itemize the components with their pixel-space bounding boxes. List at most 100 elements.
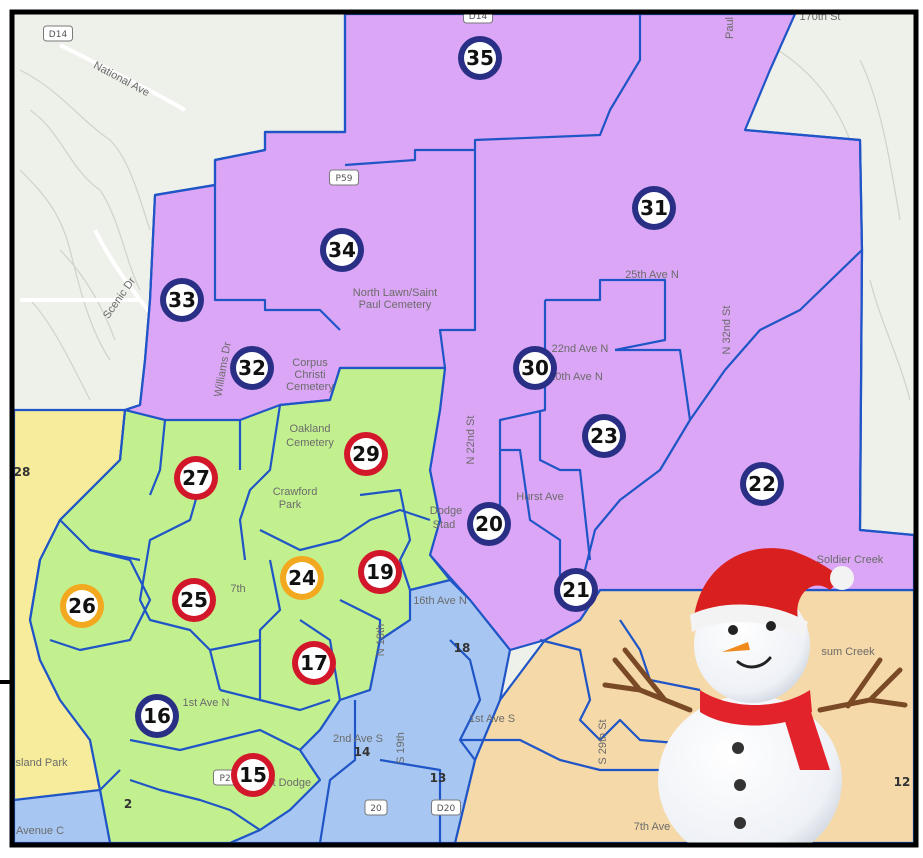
svg-text:33: 33	[168, 288, 196, 312]
district-badge-15[interactable]: 15	[231, 753, 275, 797]
district-badge-23[interactable]: 23	[582, 414, 626, 458]
street-label: 1st Ave N	[183, 697, 230, 709]
street-label: 25th Ave N	[625, 269, 679, 281]
svg-text:35: 35	[466, 46, 494, 70]
snowman-scarf-tail	[780, 703, 830, 770]
district-badge-21[interactable]: 21	[554, 568, 598, 612]
snowman-button-3	[734, 817, 746, 829]
svg-text:26: 26	[68, 594, 96, 618]
street-label: Cemetery	[286, 437, 334, 449]
district-badge-33[interactable]: 33	[160, 278, 204, 322]
district-badge-35[interactable]: 35	[458, 36, 502, 80]
snowman-hat-pompom	[830, 566, 854, 590]
svg-text:32: 32	[238, 356, 266, 380]
street-label: Paul Cemetery	[359, 299, 432, 311]
svg-text:D20: D20	[437, 804, 456, 814]
district-badge-26[interactable]: 26	[60, 584, 104, 628]
district-badge-19[interactable]: 19	[358, 550, 402, 594]
street-label: 16th Ave N	[413, 595, 467, 607]
frame-tick	[0, 680, 14, 684]
snowman-button-2	[734, 779, 746, 791]
district-boundaries	[28, 14, 914, 843]
svg-text:21: 21	[562, 578, 590, 602]
svg-text:P26: P26	[220, 774, 237, 784]
snowman-right-eye	[766, 621, 776, 631]
svg-text:17: 17	[300, 651, 328, 675]
svg-text:16: 16	[143, 704, 171, 728]
street-label: Cemetery	[286, 381, 334, 393]
road-shield: D20	[431, 799, 461, 816]
street-label: 22nd Ave N	[552, 343, 609, 355]
zone-number: 13	[430, 771, 447, 785]
snowman-right-arm	[817, 657, 908, 713]
street-label: Park	[279, 499, 302, 511]
district-badges[interactable]: 35 31 34 33 32 30 23 22 29 27 20 19 24 21 25 26 17 16 15	[60, 36, 784, 797]
svg-text:23: 23	[590, 424, 618, 448]
snowman-left-eye	[728, 625, 738, 635]
svg-text:27: 27	[182, 466, 210, 490]
svg-text:15: 15	[239, 763, 267, 787]
svg-text:20: 20	[370, 804, 382, 814]
snowman-mouth	[736, 656, 772, 669]
zone-numbers: 28 18 14 13 12 2	[14, 465, 911, 811]
street-label: North Lawn/Saint	[353, 287, 437, 299]
svg-text:19: 19	[366, 560, 394, 584]
district-badge-17[interactable]: 17	[292, 641, 336, 685]
snowman-button-1	[732, 742, 744, 754]
street-label: Soldier Creek	[817, 554, 884, 566]
district-badge-25[interactable]: 25	[172, 578, 216, 622]
street-label: sum Creek	[821, 646, 875, 658]
district-badge-30[interactable]: 30	[513, 346, 557, 390]
street-label: 20th Ave N	[549, 371, 603, 383]
district-badge-20[interactable]: 20	[467, 502, 511, 546]
zone-number: 14	[354, 745, 371, 759]
zone-number: 2	[124, 797, 132, 811]
district-badge-32[interactable]: 32	[230, 346, 274, 390]
district-badge-16[interactable]: 16	[135, 694, 179, 738]
street-label: N 22nd St	[465, 416, 477, 465]
district-badge-22[interactable]: 22	[740, 462, 784, 506]
street-label: Corpus	[292, 357, 328, 369]
zone-number: 28	[14, 465, 31, 479]
street-label: 7th Ave	[634, 821, 671, 833]
district-badge-24[interactable]: 24	[280, 556, 324, 600]
street-label: N 32nd St	[721, 306, 733, 355]
svg-text:P59: P59	[336, 174, 353, 184]
region-blue-corner[interactable]	[14, 788, 112, 843]
street-label: Crawford	[273, 486, 318, 498]
snowman-left-arm	[602, 647, 693, 713]
street-label: Dodge	[430, 505, 462, 517]
street-label: Hurst Ave	[516, 491, 564, 503]
svg-text:20: 20	[475, 512, 503, 536]
district-badge-34[interactable]: 34	[320, 228, 364, 272]
street-label: S 29th St	[597, 719, 609, 764]
street-label: Paul	[724, 17, 736, 39]
street-label: Island Park	[12, 757, 68, 769]
svg-text:34: 34	[328, 238, 356, 262]
street-label: 7th	[230, 583, 245, 595]
street-label: 2nd Ave S	[333, 733, 383, 745]
road-shield: D14	[463, 12, 493, 24]
district-badge-29[interactable]: 29	[344, 432, 388, 476]
svg-text:31: 31	[640, 196, 668, 220]
district-badge-27[interactable]: 27	[174, 456, 218, 500]
svg-text:22: 22	[748, 472, 776, 496]
zone-number: 12	[894, 775, 911, 789]
zone-number: 18	[454, 641, 471, 655]
street-label: Christi	[294, 369, 325, 381]
street-label: 1st Ave S	[469, 713, 515, 725]
svg-text:29: 29	[352, 442, 380, 466]
snowman-hat-brim	[690, 604, 808, 638]
road-shield: D14	[43, 25, 73, 42]
street-label: N 18th	[375, 624, 387, 656]
svg-text:D14: D14	[469, 12, 488, 22]
svg-text:24: 24	[288, 566, 316, 590]
district-badge-31[interactable]: 31	[632, 186, 676, 230]
snowman-illustration	[602, 548, 908, 843]
street-label: 170th St	[800, 11, 841, 23]
street-label: S 19th	[395, 732, 407, 764]
street-label: Avenue C	[16, 825, 64, 837]
